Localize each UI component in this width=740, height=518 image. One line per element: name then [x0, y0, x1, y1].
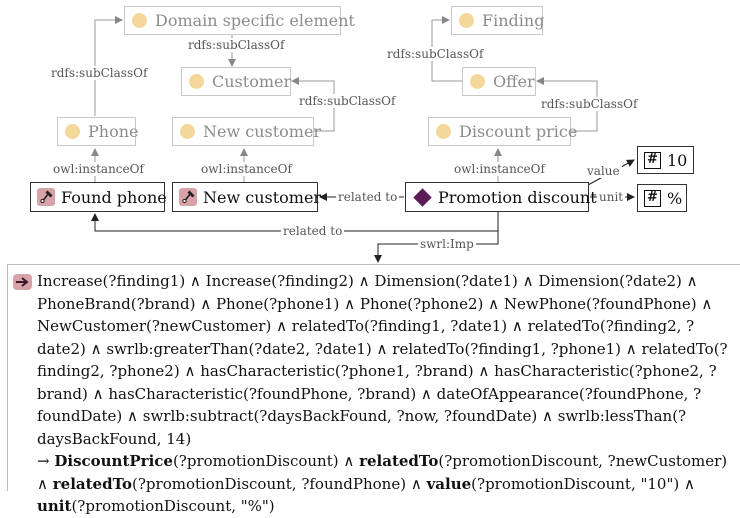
rule-arrow-icon [13, 274, 32, 290]
rule-consequent-args: (?promotionDiscount, "%") [71, 497, 275, 515]
rule-implication-arrow: → [37, 452, 50, 470]
swrl-rule-box[interactable]: Increase(?finding1) ∧ Increase(?finding2… [7, 264, 740, 515]
literal-label: 10 [667, 150, 688, 170]
class-icon [180, 124, 195, 139]
individual-new-customer[interactable]: New customer [172, 182, 322, 212]
edge-label-unit: unit [597, 190, 626, 204]
edge-label-subclass: rdfs:subClassOf [297, 94, 398, 108]
class-label: Domain specific element [155, 11, 355, 30]
edge-label-subclass: rdfs:subClassOf [186, 38, 287, 52]
class-icon [132, 13, 147, 28]
class-finding[interactable]: Finding [451, 6, 545, 35]
class-label: Discount price [459, 122, 578, 141]
individual-icon [179, 188, 197, 206]
class-offer[interactable]: Offer [462, 67, 536, 96]
edge-label-instance-of: owl:instanceOf [51, 162, 146, 176]
literal-unit[interactable]: # % [637, 184, 687, 212]
class-phone[interactable]: Phone [57, 117, 139, 146]
class-label: Offer [493, 72, 535, 91]
rule-consequent-args: (?promotionDiscount, "10") ∧ [471, 474, 695, 493]
rule-consequent-args: (?promotionDiscount, ?foundPhone) ∧ [132, 474, 427, 493]
class-domain-specific-element[interactable]: Domain specific element [124, 6, 355, 35]
hash-icon: # [644, 189, 661, 207]
individual-found-phone[interactable]: Found phone [30, 182, 167, 212]
edge-phone-to-domain [94, 16, 123, 116]
class-icon [189, 74, 204, 89]
literal-value[interactable]: # 10 [637, 146, 694, 174]
edge-label-instance-of: owl:instanceOf [452, 162, 547, 176]
class-icon [65, 124, 80, 139]
edge-label-subclass: rdfs:subClassOf [539, 97, 640, 111]
class-label: Phone [88, 122, 139, 141]
class-icon [470, 74, 485, 89]
edge-label-swrl-imp: swrl:Imp [418, 237, 476, 251]
individual-promotion-discount[interactable]: Promotion discount [405, 182, 597, 212]
rule-consequent-args: (?promotionDiscount) ∧ [172, 452, 360, 470]
hash-icon: # [644, 151, 661, 169]
rule-antecedent: Increase(?finding1) ∧ Increase(?finding2… [37, 272, 728, 448]
individual-label: New customer [203, 187, 322, 207]
individual-diamond-icon [413, 187, 432, 207]
rule-consequent-atom: relatedTo [359, 452, 439, 470]
rule-consequent-args: (?promotionDiscount, ?newCustomer) ∧ [37, 452, 728, 493]
individual-icon [37, 188, 55, 206]
edge-label-related-to: related to [336, 190, 400, 204]
edge-label-subclass: rdfs:subClassOf [385, 47, 486, 61]
class-label: Finding [482, 11, 545, 30]
class-discount-price[interactable]: Discount price [428, 117, 577, 146]
individual-label: Found phone [61, 187, 167, 207]
edge-label-instance-of: owl:instanceOf [199, 162, 294, 176]
rule-consequent-atom: DiscountPrice [54, 452, 173, 470]
class-icon [436, 124, 451, 139]
rule-consequent-atom: relatedTo [52, 474, 133, 493]
class-customer[interactable]: Customer [181, 67, 291, 96]
rule-consequent-atom: unit [37, 497, 72, 515]
individual-label: Promotion discount [438, 187, 597, 207]
class-icon [459, 13, 474, 28]
swrl-rule-text: Increase(?finding1) ∧ Increase(?finding2… [37, 270, 740, 518]
edge-label-subclass: rdfs:subClassOf [49, 66, 150, 80]
edge-label-value: value [585, 164, 622, 178]
class-label: Customer [212, 72, 292, 91]
class-new-customer[interactable]: New customer [172, 117, 321, 146]
literal-label: % [667, 188, 683, 208]
edge-label-related-to: related to [281, 224, 345, 238]
rule-consequent-atom: value [426, 474, 472, 493]
class-label: New customer [203, 122, 322, 141]
